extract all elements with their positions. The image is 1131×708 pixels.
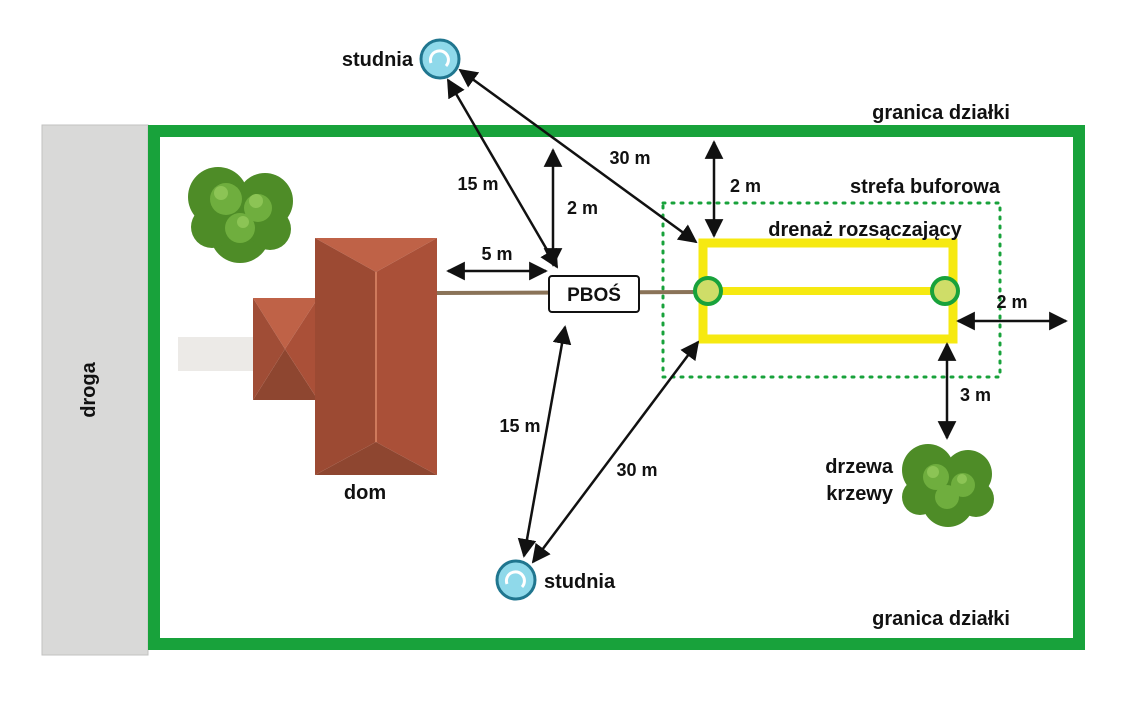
arrow-well-top-to-drain	[458, 68, 698, 244]
boundary-label-top: granica działki	[872, 102, 1010, 124]
bush-bottom-right	[902, 444, 994, 527]
well-bottom	[495, 559, 537, 601]
pbos-box	[548, 275, 640, 313]
annex-roof-west	[253, 298, 285, 400]
arrow-drain-to-well-bottom	[531, 340, 700, 564]
drain-field	[693, 238, 960, 344]
well-top-label: studnia	[342, 49, 414, 71]
dist-drain-to-boundary-right: 2 m	[996, 292, 1027, 312]
annex-roof-east	[285, 298, 318, 400]
trees-label-line1: drzewa	[825, 456, 894, 478]
road-label: droga	[78, 361, 100, 417]
main-roof-south	[315, 442, 437, 475]
house-label: dom	[344, 482, 386, 504]
well-bottom-icon	[504, 570, 526, 589]
driveway	[178, 337, 258, 371]
house	[253, 238, 437, 475]
dist-well-top-to-drain: 30 m	[609, 148, 650, 168]
dist-house-to-pbos: 5 m	[481, 244, 512, 264]
tree-top-left	[188, 167, 293, 263]
annex-roof-south	[253, 349, 318, 400]
arrow-pbos-to-well-bottom	[517, 325, 572, 558]
road-strip	[41, 124, 149, 656]
dist-pbos-to-well-bottom: 15 m	[499, 416, 540, 436]
dist-boundary-to-drain-top: 2 m	[730, 176, 761, 196]
well-top-icon	[428, 49, 450, 68]
drain-field-label: drenaż rozsączający	[768, 219, 962, 241]
main-roof-west	[315, 238, 376, 475]
well-top	[419, 38, 461, 80]
drain-inspection-chamber-right	[930, 276, 960, 306]
dist-boundary-to-pbos: 2 m	[567, 198, 598, 218]
trees-label-line2: krzewy	[826, 483, 894, 505]
buffer-zone-label: strefa buforowa	[850, 176, 1001, 198]
well-bottom-label: studnia	[544, 571, 616, 593]
boundary-label-bottom: granica działki	[872, 608, 1010, 630]
dist-drain-to-trees: 3 m	[960, 385, 991, 405]
main-roof-east	[376, 238, 437, 475]
main-roof-north	[315, 238, 437, 272]
annex-roof-north	[253, 298, 318, 349]
dist-well-top-to-pbos: 15 m	[457, 174, 498, 194]
drain-inspection-chamber-left	[693, 276, 723, 306]
distance-arrows	[446, 68, 1068, 564]
dist-drain-to-well-bottom: 30 m	[616, 460, 657, 480]
buffer-zone-outline	[661, 201, 1002, 379]
pbos-unit: PBOŚ	[548, 275, 640, 313]
pbos-label: PBOŚ	[567, 284, 621, 306]
